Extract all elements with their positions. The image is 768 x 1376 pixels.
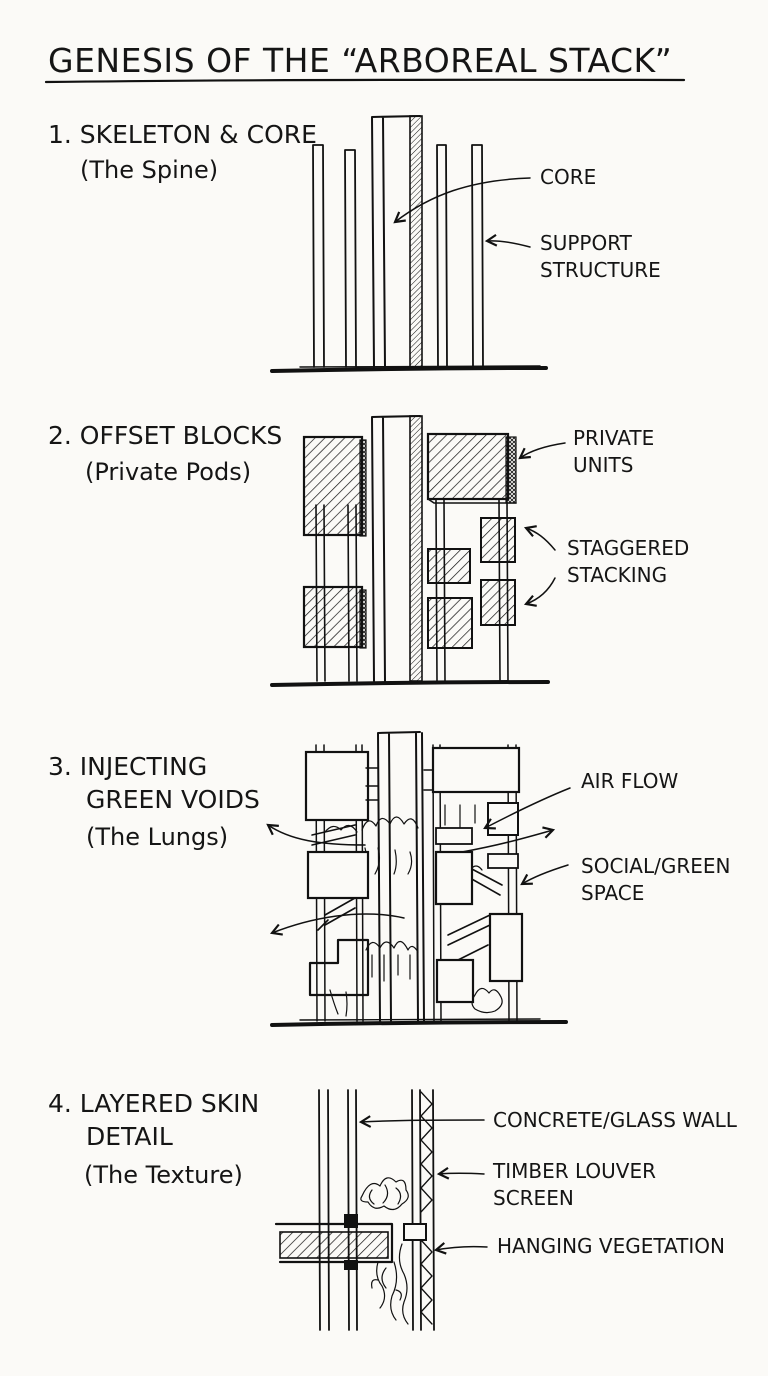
step-3-voids-drawing xyxy=(270,731,568,1027)
step-3-subtitle: (The Lungs) xyxy=(86,823,228,851)
page-title: GENESIS OF THE “ARBOREAL STACK” xyxy=(48,41,672,80)
step-4-subtitle: (The Texture) xyxy=(84,1161,243,1189)
label-social-2: SPACE xyxy=(581,881,644,905)
support-arrow xyxy=(484,233,531,248)
title-underline xyxy=(44,78,686,84)
airflow-arrow-left-bottom xyxy=(269,913,405,936)
label-staggered-1: STAGGERED xyxy=(567,536,689,560)
hanging-vegetation-sketch xyxy=(360,1177,409,1325)
step-3: 3. INJECTING GREEN VOIDS (The Lungs) xyxy=(48,731,731,1027)
step-4-title-1: 4. LAYERED SKIN xyxy=(48,1089,259,1118)
step-4-title-2: DETAIL xyxy=(86,1122,173,1151)
label-private-1: PRIVATE xyxy=(573,426,654,450)
timber-arrow xyxy=(436,1166,485,1180)
step-1-title: 1. SKELETON & CORE xyxy=(48,120,317,149)
step-2-blocks-drawing xyxy=(270,415,550,687)
label-concrete: CONCRETE/GLASS WALL xyxy=(493,1108,738,1132)
step-4: 4. LAYERED SKIN DETAIL (The Texture) xyxy=(48,1089,738,1331)
step-3-title-1: 3. INJECTING xyxy=(48,752,207,781)
label-staggered-2: STACKING xyxy=(567,563,667,587)
label-support-1: SUPPORT xyxy=(540,231,633,255)
label-core: CORE xyxy=(540,165,596,189)
step-3-title-2: GREEN VOIDS xyxy=(86,785,260,814)
staggered-arrow-2 xyxy=(523,577,556,607)
private-arrow xyxy=(518,442,566,460)
vegetation-arrow xyxy=(433,1242,488,1255)
step-4-skin-drawing xyxy=(274,1089,435,1331)
step-2-subtitle: (Private Pods) xyxy=(85,458,251,486)
airflow-label-arrow xyxy=(483,787,571,830)
label-social-1: SOCIAL/GREEN xyxy=(581,854,731,878)
label-timber-1: TIMBER LOUVER xyxy=(492,1159,656,1183)
step-1: 1. SKELETON & CORE (The Spine) CORE SUPP… xyxy=(48,115,661,373)
step-1-structure-drawing xyxy=(270,115,548,373)
airflow-arrow-right xyxy=(461,826,556,853)
step-1-subtitle: (The Spine) xyxy=(80,156,218,184)
staggered-arrow-1 xyxy=(523,525,556,551)
core-arrow xyxy=(393,177,531,224)
label-vegetation: HANGING VEGETATION xyxy=(497,1234,725,1258)
label-support-2: STRUCTURE xyxy=(540,258,661,282)
airflow-arrow-left-top xyxy=(266,823,366,846)
step-2: 2. OFFSET BLOCKS (Private Pods) xyxy=(48,415,689,687)
label-airflow: AIR FLOW xyxy=(581,769,679,793)
label-private-2: UNITS xyxy=(573,453,633,477)
step-2-title: 2. OFFSET BLOCKS xyxy=(48,421,282,450)
social-arrow xyxy=(520,864,569,886)
label-timber-2: SCREEN xyxy=(493,1186,574,1210)
concrete-arrow xyxy=(358,1115,485,1128)
